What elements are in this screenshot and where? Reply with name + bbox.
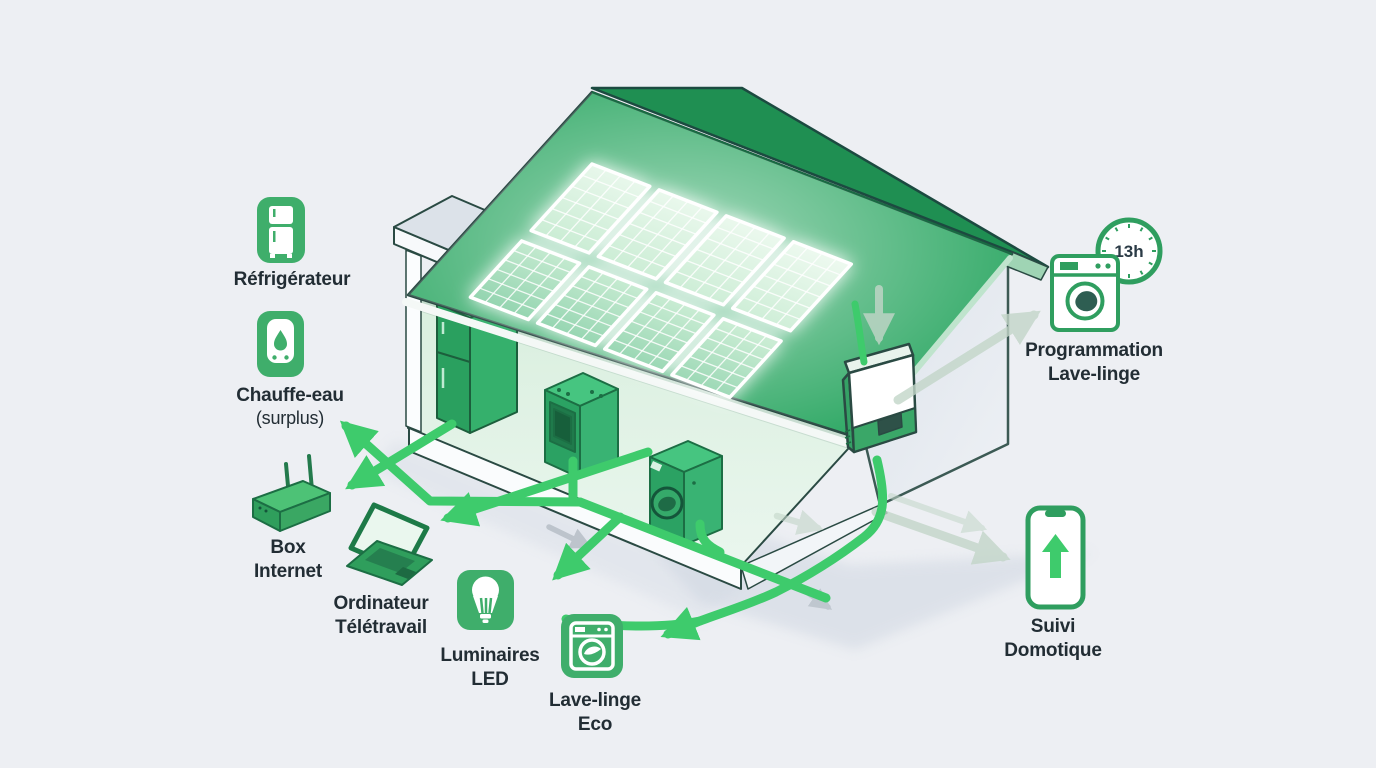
water-heater-sublabel: (surplus) (255, 408, 325, 428)
washer-eco-icon (561, 614, 623, 678)
arrow-to-water-heater (339, 420, 585, 507)
computer-label-2: Télétravail (335, 617, 427, 638)
water-heater-icon (257, 311, 304, 377)
washer-programming-icon (1050, 254, 1120, 332)
laptop-icon (346, 502, 433, 586)
roof-fascia (402, 298, 860, 450)
phone-notch (1045, 510, 1066, 517)
wire-fridge (345, 419, 457, 490)
stove-appliance (544, 372, 619, 479)
arrow-base-right (773, 509, 824, 535)
arrow-to-washer-programming (893, 310, 1041, 405)
washer-programming-label-2: Lave-linge (1048, 364, 1140, 385)
washer-eco-label: Lave-linge (549, 690, 641, 711)
wire-washer (695, 519, 725, 557)
inverter-unit (841, 342, 918, 454)
led-lights-label-2: LED (471, 669, 509, 690)
washer-programming-label: Programmation (1025, 340, 1163, 361)
led-lights-label: Luminaires (440, 645, 540, 666)
home-monitoring-label: Suivi (1030, 616, 1076, 637)
arrow-to-led-lights (552, 512, 625, 581)
clock-time: 13h (1114, 242, 1143, 261)
refrigerator-icon (257, 197, 305, 263)
router-icon (252, 454, 331, 532)
house (393, 86, 1050, 590)
refrigerator-label: Réfrigérateur (233, 269, 351, 290)
washer-appliance (649, 440, 723, 546)
smartphone-icon (1025, 505, 1086, 610)
led-bulb-icon (457, 570, 514, 630)
washer-eco-label-2: Eco (577, 714, 613, 735)
arrow-to-monitoring-small (888, 493, 988, 534)
internet-box-label-2: Internet (253, 561, 323, 582)
up-arrow-icon (1042, 534, 1069, 578)
home-monitoring-label-2: Domotique (1004, 640, 1102, 661)
energy-flow-arrows (339, 300, 888, 641)
porch-column (405, 249, 422, 433)
computer-label: Ordinateur (333, 593, 429, 614)
arrow-to-computer (440, 447, 653, 527)
arrow-to-washer-eco (660, 455, 888, 641)
internet-box-label: Box (270, 537, 306, 558)
arrow-to-monitoring (871, 507, 1011, 565)
solar-panels (468, 162, 854, 400)
water-heater-label: Chauffe-eau (236, 385, 344, 406)
wire-roof-to-inverter (851, 300, 868, 366)
